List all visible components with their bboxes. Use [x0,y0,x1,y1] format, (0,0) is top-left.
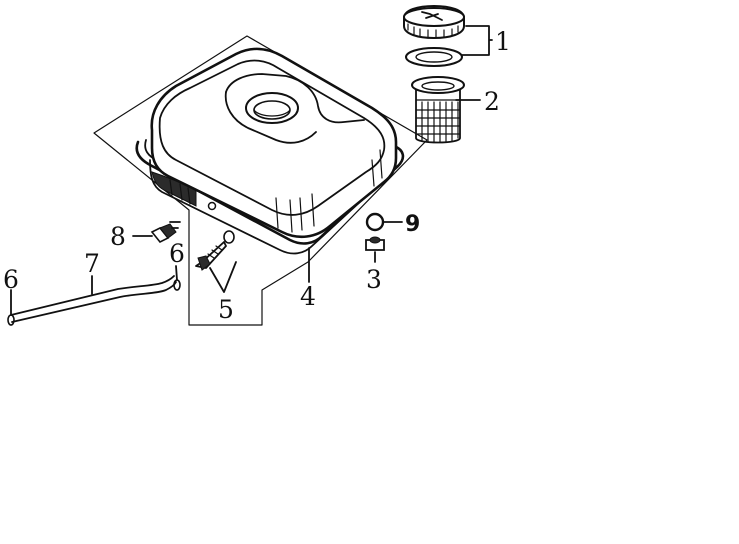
callout-6-right: 6 [169,239,185,268]
hose-fitting-icon [150,221,181,244]
callout-labels: 1 2 3 4 5 6 6 7 8 9 [3,27,511,324]
fuel-valve-icon [195,230,235,271]
callout-6-left: 6 [3,265,19,294]
callout-9: 9 [405,212,420,237]
washer-icon [365,212,385,232]
leader-lines [10,25,493,316]
fuel-tank-icon [135,47,405,255]
callout-4: 4 [300,282,316,311]
callout-3: 3 [366,265,382,294]
fuel-filter-icon [411,76,465,144]
fuel-hose-icon [10,275,177,323]
callout-1: 1 [495,27,511,56]
callout-2: 2 [484,87,500,116]
drain-plug-icon [365,236,385,251]
callout-8: 8 [110,222,126,251]
callout-5: 5 [218,295,234,324]
callout-7: 7 [84,249,100,278]
fuel-cap-icon [403,4,465,67]
